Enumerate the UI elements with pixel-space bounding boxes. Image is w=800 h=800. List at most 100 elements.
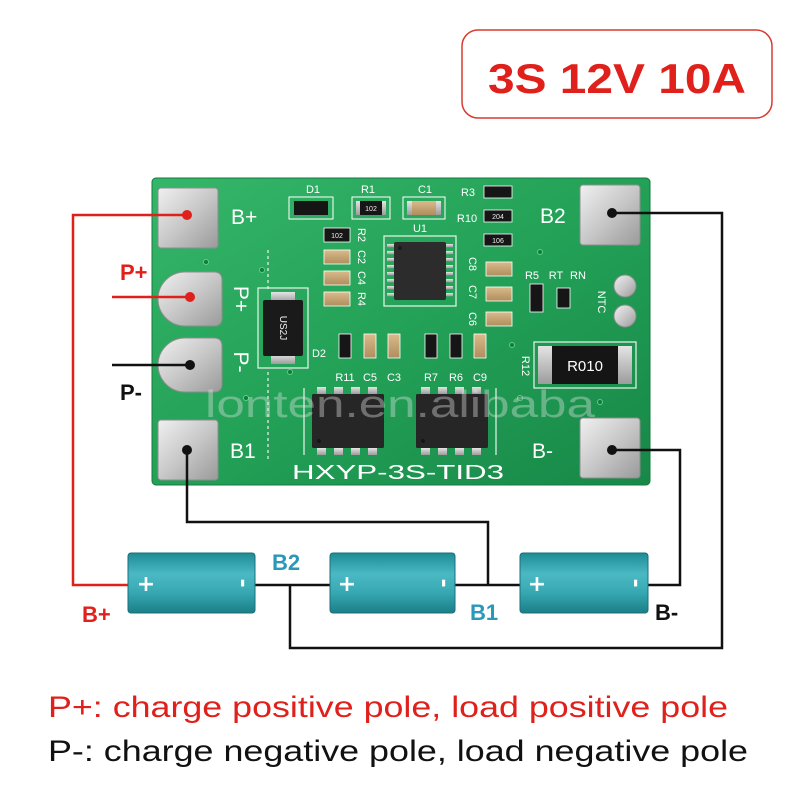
wire-b1 xyxy=(185,450,490,585)
chip-pin xyxy=(387,272,394,276)
capacitor-body xyxy=(485,261,513,277)
dot-b1 xyxy=(182,445,192,455)
silk-d1: D1 xyxy=(306,184,320,196)
capacitor-body xyxy=(363,333,377,359)
resistor-body xyxy=(483,209,513,223)
chip-pin xyxy=(334,387,343,394)
capacitor-body xyxy=(323,291,351,307)
wire-b2 xyxy=(288,211,724,650)
silk-r2: R2 xyxy=(355,228,367,242)
c1-body xyxy=(407,201,441,215)
chip-pin xyxy=(421,387,430,394)
r1-end xyxy=(356,201,360,215)
battery-plus-symbol: + xyxy=(137,572,155,597)
resistor-body xyxy=(449,333,463,359)
silk-r6: R6 xyxy=(449,372,463,384)
silk-r11: R11 xyxy=(335,372,354,384)
battery-cell-3: + - xyxy=(519,552,649,614)
silk-r3: R3 xyxy=(461,187,475,199)
via xyxy=(597,399,603,405)
battery-body xyxy=(127,552,256,614)
via xyxy=(243,395,249,401)
chip-pin xyxy=(387,279,394,283)
chip-pin xyxy=(317,448,326,455)
shunt-marking: R010 xyxy=(567,358,603,375)
capacitor-body xyxy=(485,311,513,327)
terminal-label-b1: B1 xyxy=(470,600,498,625)
shunt-body xyxy=(538,346,632,384)
r1-marking: 102 xyxy=(365,206,377,213)
left-component-column: 102 R2 C2 C4 R4 xyxy=(323,227,367,307)
capacitor-body xyxy=(323,270,351,286)
dot-b-minus xyxy=(607,445,617,455)
board-model-label: HXYP-3S-TID3 xyxy=(292,462,504,484)
chip-pin xyxy=(446,272,453,276)
dot-b-plus xyxy=(182,210,192,220)
silk-r5: R5 xyxy=(525,270,539,282)
terminal-label-p-minus: P- xyxy=(120,380,142,405)
ntc-pad xyxy=(613,304,637,328)
pad-label-p-plus: P+ xyxy=(229,286,252,312)
chip-pin xyxy=(387,293,394,297)
capacitor-body xyxy=(387,333,401,359)
silk-c3: C3 xyxy=(387,372,401,384)
silk-r12: R12 xyxy=(519,356,531,376)
silk-c1: C1 xyxy=(418,184,432,196)
pcb-substrate xyxy=(151,177,651,486)
chip-u1: U1 xyxy=(387,223,453,300)
c1-end xyxy=(407,201,412,215)
wire-b-minus xyxy=(612,448,682,587)
bottom-component-row: R11 C5 C3 R7 R6 C9 xyxy=(335,333,487,384)
wire-b-plus xyxy=(71,213,187,587)
silk-c2: C2 xyxy=(355,250,367,264)
d1-outline xyxy=(288,196,334,220)
chip-pin xyxy=(351,387,360,394)
chip-pin xyxy=(317,387,326,394)
chip-pin xyxy=(455,448,464,455)
battery-cell-1: + - xyxy=(127,552,256,614)
r1-outline xyxy=(351,196,391,220)
component-d1: D1 xyxy=(288,184,334,220)
legend-p-minus: P-: charge negative pole, load negative … xyxy=(48,735,748,768)
mosfet-2 xyxy=(416,387,488,455)
chip-pin xyxy=(387,265,394,269)
chip-pin xyxy=(387,251,394,255)
ntc-pad xyxy=(613,274,637,298)
battery-minus-symbol: - xyxy=(230,578,255,587)
chip-pin xyxy=(446,286,453,290)
silk-d2: D2 xyxy=(312,348,326,360)
chip-pin xyxy=(446,293,453,297)
d2-outline xyxy=(257,287,309,369)
u1-outline xyxy=(383,235,457,307)
battery-cell-2: + - xyxy=(329,552,456,614)
resistor-marking-mid: 204 xyxy=(492,214,504,221)
c1-outline xyxy=(402,196,446,220)
dot-b2 xyxy=(607,208,617,218)
d2-body xyxy=(263,300,303,356)
chip-pin xyxy=(368,448,377,455)
terminal-label-b-minus: B- xyxy=(655,600,678,625)
pad-label-b-minus: B- xyxy=(532,440,553,463)
pad-label-b-plus: B+ xyxy=(231,206,257,229)
resistor-body xyxy=(424,333,438,359)
title-badge-text: 3S 12V 10A xyxy=(488,55,746,102)
chip-pin xyxy=(472,387,481,394)
mosfet-body xyxy=(312,394,384,448)
silk-u1: U1 xyxy=(413,223,427,235)
chip-pin xyxy=(438,448,447,455)
solder-dots xyxy=(182,208,617,455)
pad-label-p-minus: P- xyxy=(229,352,252,373)
chip-pin xyxy=(438,387,447,394)
watermark: lonten.en.alibaba xyxy=(205,384,596,426)
title-badge-frame xyxy=(461,29,773,119)
terminal-label-b-plus: B+ xyxy=(82,602,111,627)
chip-pin xyxy=(421,448,430,455)
title-badge: 3S 12V 10A xyxy=(461,29,773,119)
battery-minus-symbol: - xyxy=(431,578,456,587)
chip-pin xyxy=(455,387,464,394)
silk-r10: R10 xyxy=(457,213,477,225)
pad-label-b1: B1 xyxy=(230,440,256,463)
pad-label-b2: B2 xyxy=(540,205,566,228)
chip-pin xyxy=(446,279,453,283)
capacitor-body xyxy=(485,286,513,302)
